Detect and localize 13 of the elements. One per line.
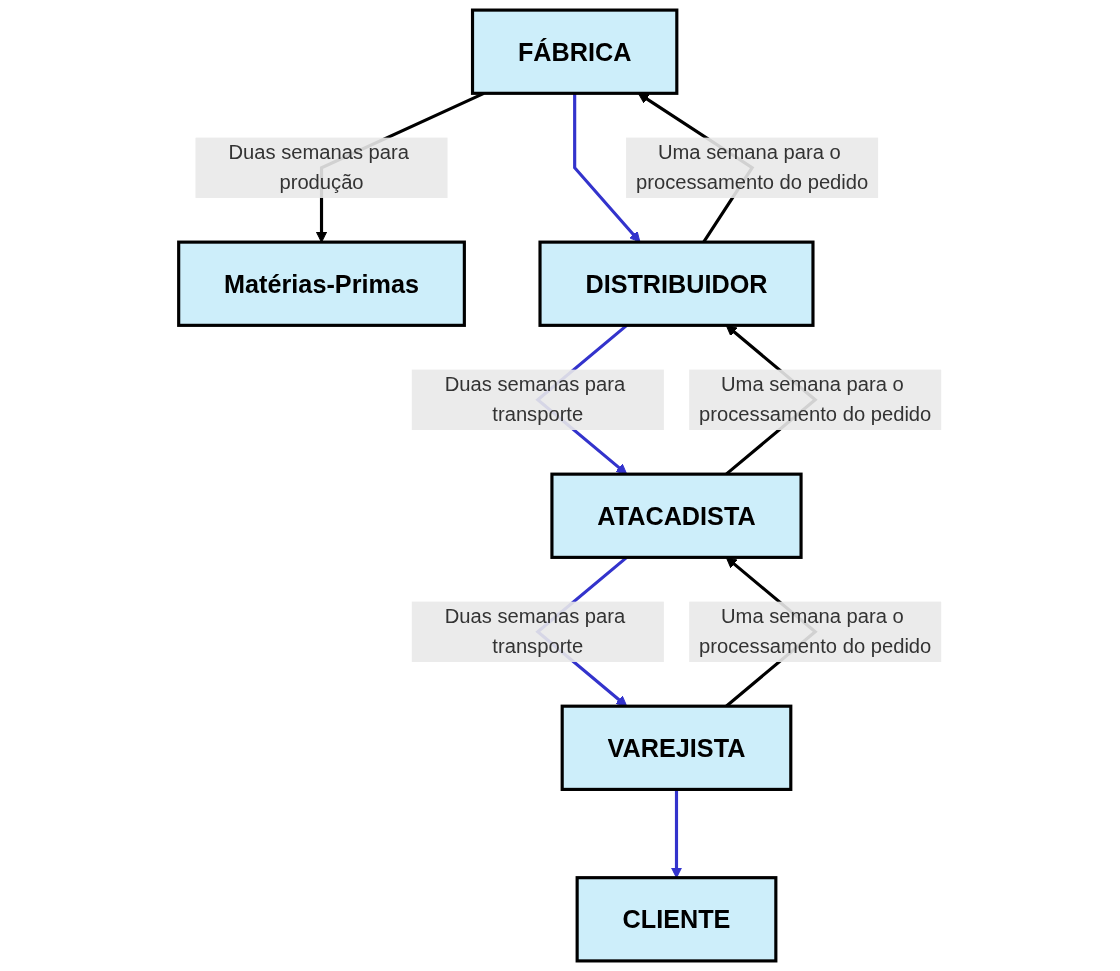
arrow: [573, 93, 641, 243]
node-box: FÁBRICA: [470, 8, 679, 95]
edge-label: Uma semana para o processamento do pedido: [699, 373, 932, 425]
edge-label: Uma semana para o processamento do pedido: [699, 605, 932, 657]
edge-label: Uma semana para o processamento do pedido: [636, 141, 869, 193]
node-box: DISTRIBUIDOR: [538, 240, 815, 327]
node-box: VAREJISTA: [560, 704, 793, 791]
edge-label: Duas semanas para transporte: [444, 373, 626, 425]
edge-label: Duas semanas para produção: [228, 141, 409, 193]
edge-label: Duas semanas para transporte: [444, 605, 626, 657]
node-box: ATACADISTA: [550, 472, 803, 559]
node-box: Matérias-Primas: [177, 240, 466, 327]
node-box: CLIENTE: [575, 876, 778, 963]
